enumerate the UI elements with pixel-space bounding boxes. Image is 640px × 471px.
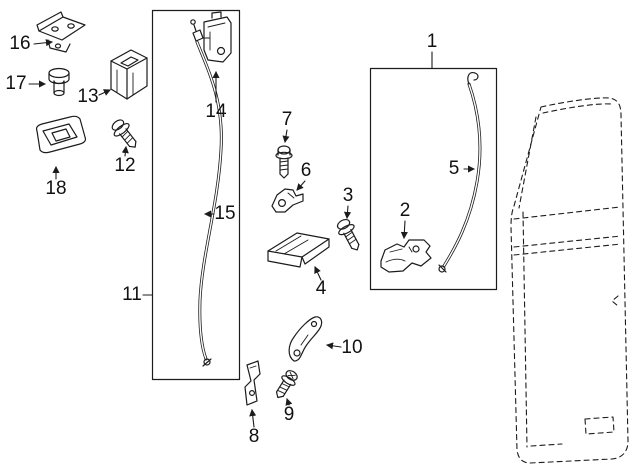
leader-9 xyxy=(285,397,293,406)
part-drawing-17-plug xyxy=(48,67,70,97)
part-drawing-15-cable xyxy=(190,19,223,367)
callout-label-3: 3 xyxy=(342,185,354,206)
leader-3 xyxy=(343,205,352,220)
callout-label-15: 15 xyxy=(214,203,236,224)
part-drawing-9-screw xyxy=(275,370,298,399)
part-drawing-4-bracket xyxy=(267,232,330,268)
leader-16 xyxy=(33,39,54,47)
callout-label-9: 9 xyxy=(283,404,295,425)
callout-label-11: 11 xyxy=(122,284,142,305)
part-drawing-13-striker-block xyxy=(110,49,148,100)
callout-label-4: 4 xyxy=(315,278,327,299)
callout-label-1: 1 xyxy=(426,31,438,52)
leader-6 xyxy=(296,180,306,191)
part-drawing-16-hinge-bracket xyxy=(36,11,86,53)
leader-8 xyxy=(249,408,257,428)
leader-13 xyxy=(98,89,111,96)
part-drawing-3-bolt xyxy=(336,218,360,251)
assembly-box-1 xyxy=(369,67,498,291)
leader-2 xyxy=(400,220,408,240)
door-panel-outline xyxy=(510,97,629,464)
part-drawing-7-screw xyxy=(275,145,293,179)
callout-label-14: 14 xyxy=(205,101,227,122)
part-drawing-2-latch-assembly xyxy=(380,239,432,273)
part-drawing-14-latch xyxy=(203,11,232,63)
callout-label-16: 16 xyxy=(9,33,31,54)
part-drawing-12-screw xyxy=(111,119,137,148)
callout-label-2: 2 xyxy=(399,200,411,221)
part-drawing-5-cable xyxy=(438,72,482,273)
callout-label-17: 17 xyxy=(5,73,27,94)
leader-12 xyxy=(121,145,129,157)
callout-label-6: 6 xyxy=(300,160,312,181)
callout-label-5: 5 xyxy=(448,158,460,179)
part-drawing-6-clip xyxy=(271,188,304,213)
callout-label-12: 12 xyxy=(114,155,136,176)
part-drawing-8-bracket xyxy=(244,360,261,406)
callout-label-10: 10 xyxy=(341,337,363,358)
callout-label-7: 7 xyxy=(281,109,293,130)
part-drawing-18-bezel xyxy=(35,115,87,154)
leader-4 xyxy=(314,266,322,281)
assembly-box-11 xyxy=(151,9,241,381)
leader-lines xyxy=(28,39,476,428)
callout-label-13: 13 xyxy=(77,86,99,107)
callout-label-8: 8 xyxy=(248,426,260,447)
leader-7 xyxy=(282,129,290,144)
part-drawing-10-lever xyxy=(288,316,323,362)
leader-10 xyxy=(325,342,342,350)
callout-label-18: 18 xyxy=(45,178,67,199)
